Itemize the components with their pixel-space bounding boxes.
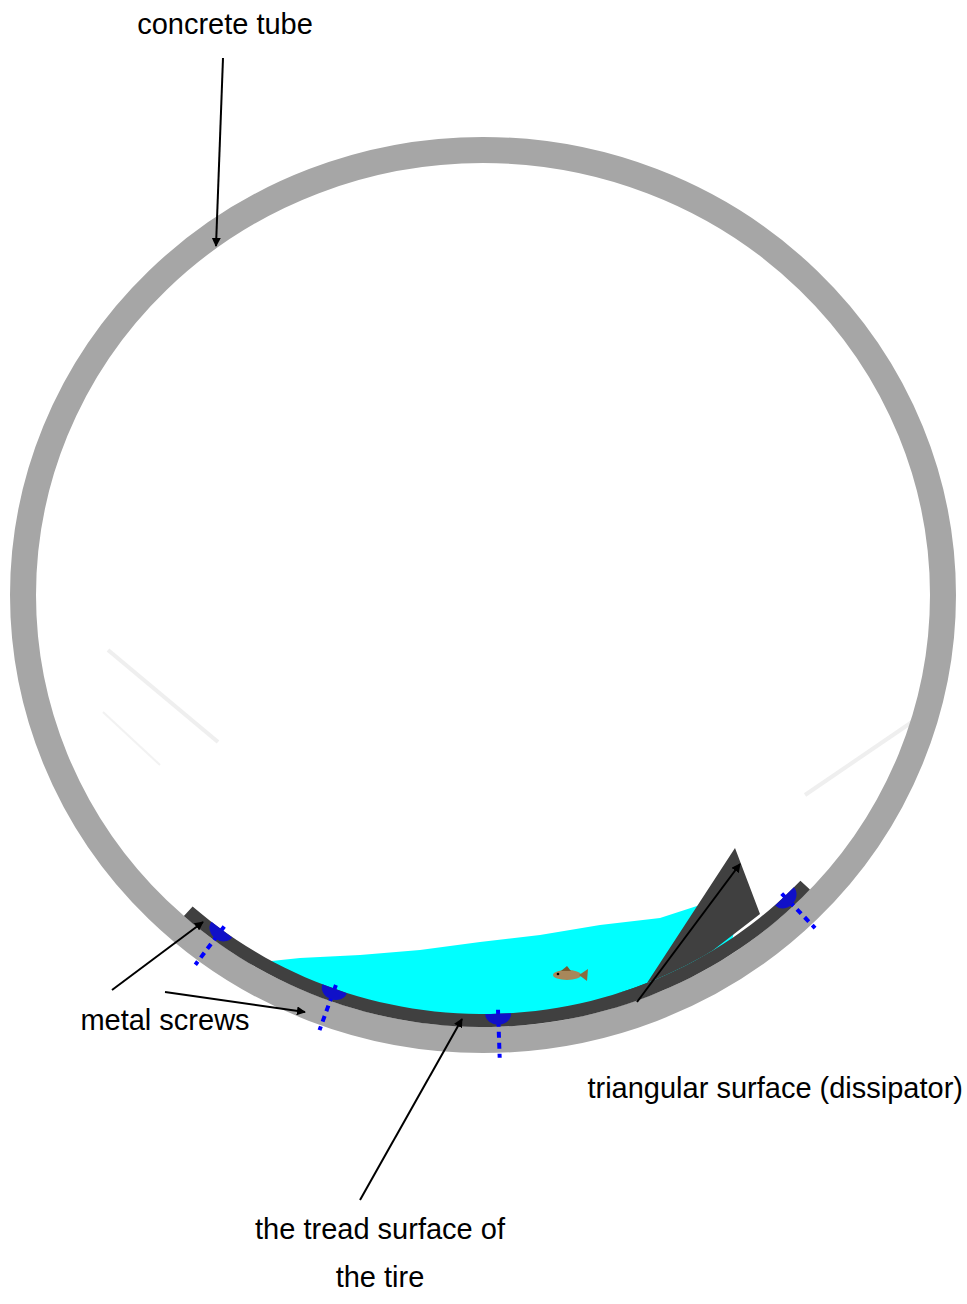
fish-eye (557, 973, 560, 976)
leader-line (360, 1019, 462, 1200)
fish-tail (579, 969, 588, 981)
faint-stroke (103, 712, 160, 765)
leader-line (216, 58, 223, 246)
fish-body (553, 970, 581, 980)
leader-line (112, 922, 203, 990)
fish (553, 966, 588, 981)
concrete-tube (23, 150, 943, 1040)
dissipator (617, 848, 760, 993)
leader-line (637, 864, 740, 1002)
fish-fin (561, 966, 571, 971)
water (227, 898, 740, 1015)
part-label: triangular surface (dissipator) (480, 1070, 963, 1106)
part-label: the tread surface of the tire (249, 1205, 511, 1301)
faint-stroke (108, 650, 218, 742)
screw-head (485, 1013, 511, 1025)
part-label: metal screws (40, 1002, 290, 1038)
screw-head (775, 887, 801, 913)
screw-head (205, 922, 232, 946)
part-label: concrete tube (100, 6, 350, 42)
screw-head (319, 984, 347, 1003)
